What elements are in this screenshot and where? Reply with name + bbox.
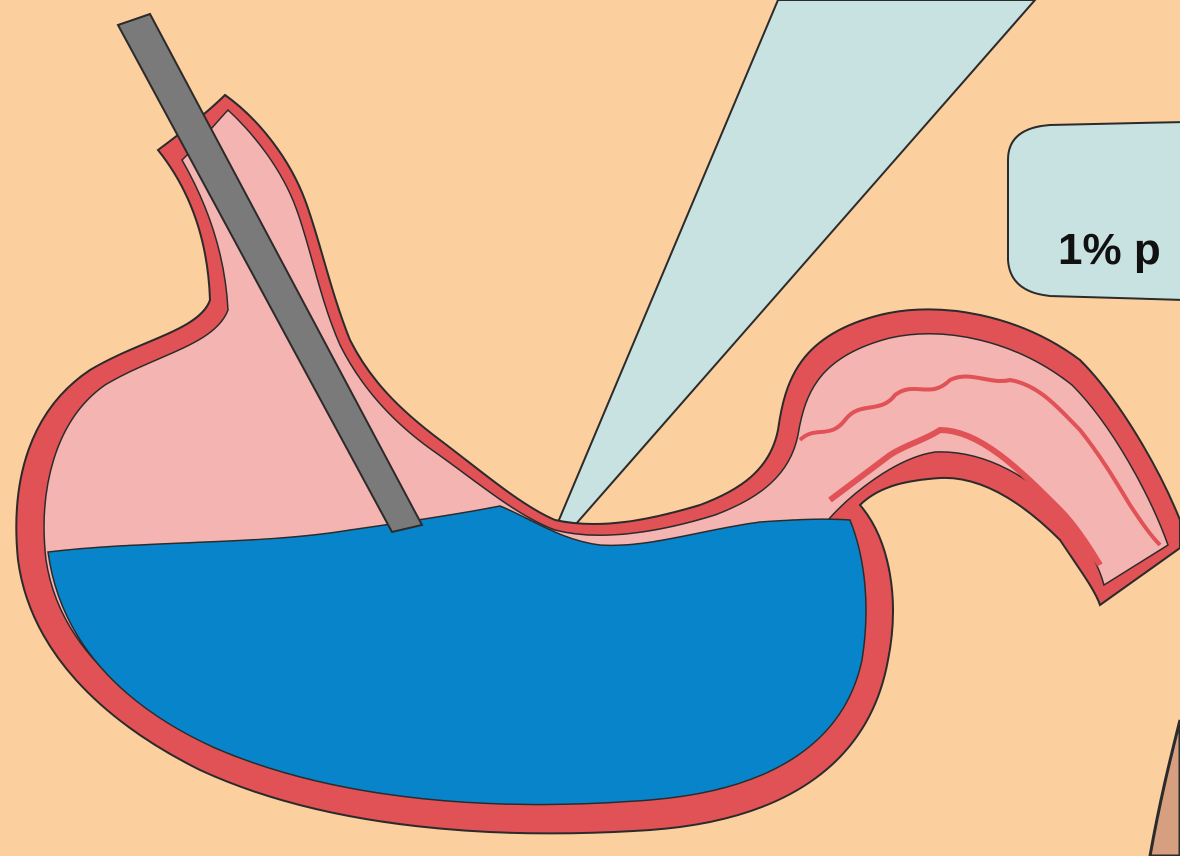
callout-label: 1% p	[1058, 224, 1161, 276]
